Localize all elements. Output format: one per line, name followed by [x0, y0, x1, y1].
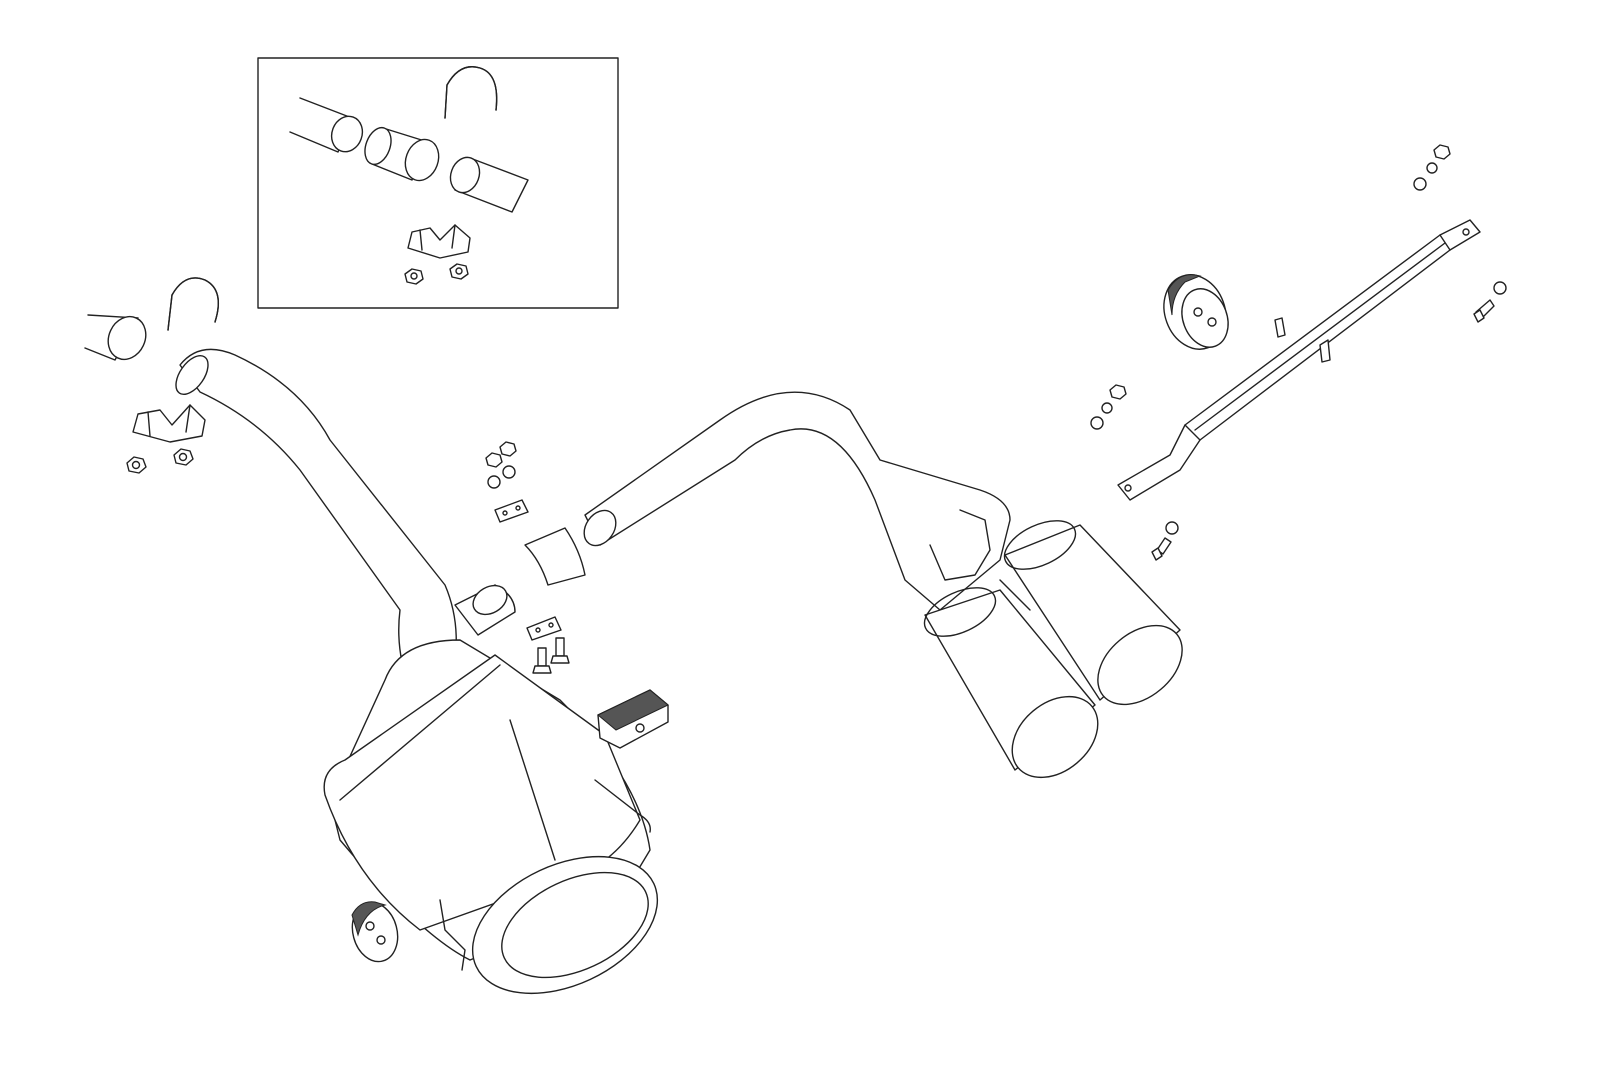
inset-nut-2	[449, 263, 469, 280]
u-bolt	[167, 277, 219, 331]
tip-right	[1003, 520, 1183, 706]
inset-sleeve	[364, 126, 440, 182]
inset-pipe-right	[449, 156, 529, 213]
hex-bolts-center	[532, 637, 570, 674]
flange-nut-1	[126, 456, 147, 474]
tip-left	[923, 587, 1099, 779]
detail-inset	[257, 57, 619, 309]
clamp-plate-upper	[494, 499, 529, 523]
mounting-bracket-bar	[1117, 219, 1481, 501]
connector-sleeve	[524, 527, 586, 586]
inset-clamp-bracket	[407, 224, 471, 259]
inlet-pipe	[84, 314, 147, 361]
rubber-hanger-right	[1163, 274, 1229, 350]
hex-bolt-right	[1473, 281, 1507, 323]
hex-nuts-top-right	[1413, 144, 1451, 191]
inset-u-bolt	[444, 66, 498, 119]
flange-nut-2	[173, 448, 194, 466]
rubber-hanger-left	[351, 901, 399, 963]
clamp-plate-lower	[526, 616, 562, 641]
rear-silencer-left	[175, 348, 659, 995]
inset-pipe-left	[289, 97, 364, 153]
hex-nuts-mid-right	[1090, 384, 1127, 430]
hex-bolt-lower-right	[1151, 521, 1179, 561]
center-pipe-dual-tips	[583, 391, 1183, 779]
hex-nuts-center	[485, 441, 517, 489]
pipe-clamp-bracket	[132, 404, 206, 443]
inset-nut-1	[404, 268, 424, 285]
mounting-pad	[597, 689, 669, 749]
